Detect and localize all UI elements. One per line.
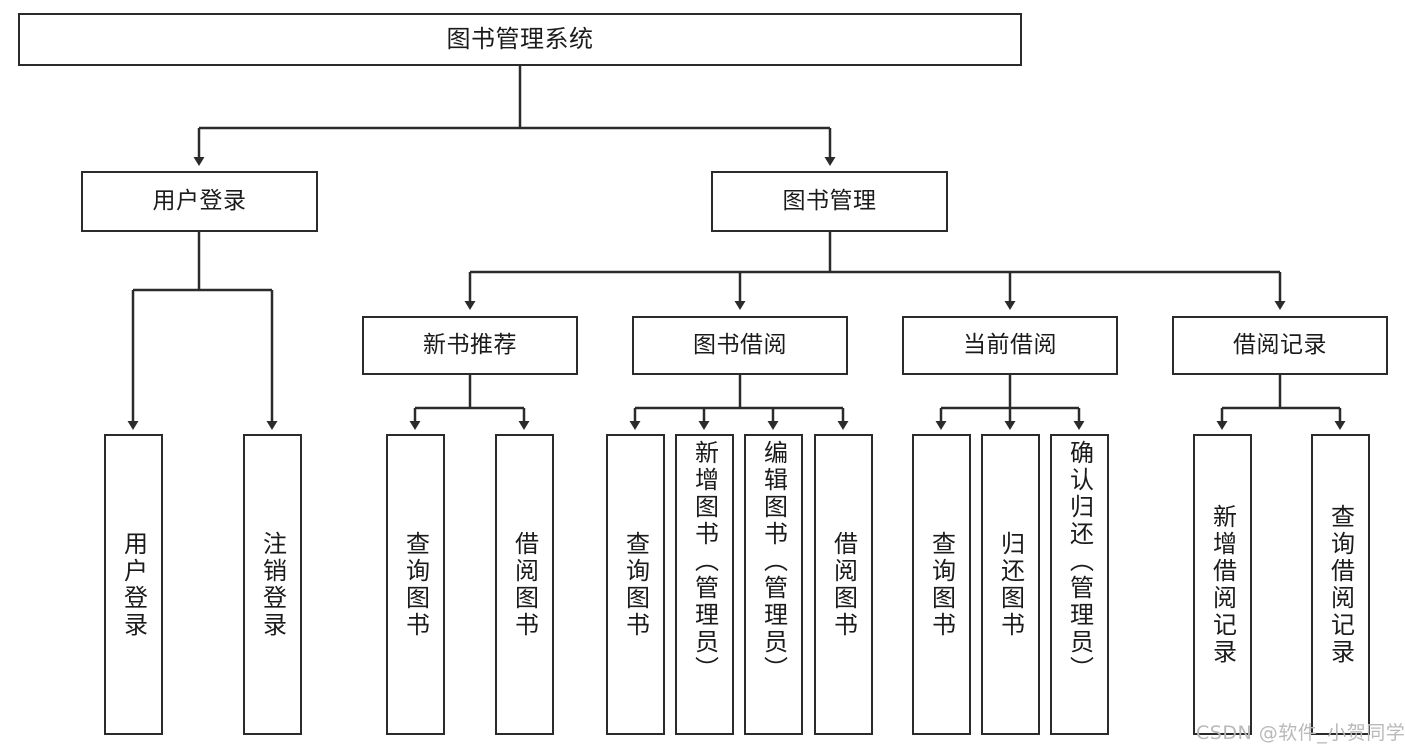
node-book-borrow[interactable]: 图书借阅 — [632, 316, 848, 375]
node-label: 用户登录 — [152, 187, 247, 214]
node-label: 编辑图书（管理员） — [759, 440, 788, 683]
node-label: 新增图书（管理员） — [690, 440, 719, 683]
node-label: 归还图书 — [996, 530, 1025, 639]
leaf-user-login-logout[interactable]: 注销登录 — [243, 434, 302, 735]
leaf-current-borrow-query-book[interactable]: 查询图书 — [912, 434, 971, 735]
node-book-management-system[interactable]: 图书管理系统 — [18, 13, 1022, 66]
node-user-login[interactable]: 用户登录 — [81, 171, 318, 232]
watermark-text: CSDN @软件_小贺同学 — [1196, 722, 1405, 744]
node-label: 新增借阅记录 — [1208, 503, 1237, 666]
node-label: 查询图书 — [927, 530, 956, 639]
node-label: 新书推荐 — [423, 331, 517, 358]
node-book-management[interactable]: 图书管理 — [711, 171, 948, 232]
node-label: 当前借阅 — [963, 331, 1057, 358]
leaf-user-login-login[interactable]: 用户登录 — [104, 434, 163, 735]
node-new-book-recommend[interactable]: 新书推荐 — [362, 316, 578, 375]
node-label: 查询借阅记录 — [1326, 503, 1355, 666]
node-label: 查询图书 — [401, 530, 430, 639]
node-current-borrow[interactable]: 当前借阅 — [902, 316, 1118, 375]
node-label: 图书借阅 — [693, 331, 787, 358]
leaf-borrow-record-add-record[interactable]: 新增借阅记录 — [1193, 434, 1252, 735]
leaf-book-borrow-edit-book-admin[interactable]: 编辑图书（管理员） — [744, 434, 803, 735]
node-label: 借阅记录 — [1233, 331, 1327, 358]
leaf-book-borrow-add-book-admin[interactable]: 新增图书（管理员） — [675, 434, 734, 735]
leaf-new-book-borrow-book[interactable]: 借阅图书 — [495, 434, 554, 735]
leaf-book-borrow-borrow-book[interactable]: 借阅图书 — [814, 434, 873, 735]
node-label: 确认归还（管理员） — [1065, 440, 1094, 683]
node-label: 图书管理系统 — [446, 25, 594, 54]
node-label: 图书管理 — [782, 187, 877, 214]
leaf-borrow-record-query-record[interactable]: 查询借阅记录 — [1311, 434, 1370, 735]
node-label: 借阅图书 — [510, 530, 539, 639]
node-label: 用户登录 — [119, 530, 148, 639]
leaf-current-borrow-confirm-return-admin[interactable]: 确认归还（管理员） — [1050, 434, 1109, 735]
leaf-book-borrow-query-book[interactable]: 查询图书 — [606, 434, 665, 735]
leaf-new-book-query-book[interactable]: 查询图书 — [386, 434, 445, 735]
node-label: 注销登录 — [258, 530, 287, 639]
node-borrow-record[interactable]: 借阅记录 — [1172, 316, 1388, 375]
node-label: 查询图书 — [621, 530, 650, 639]
node-label: 借阅图书 — [829, 530, 858, 639]
leaf-current-borrow-return-book[interactable]: 归还图书 — [981, 434, 1040, 735]
